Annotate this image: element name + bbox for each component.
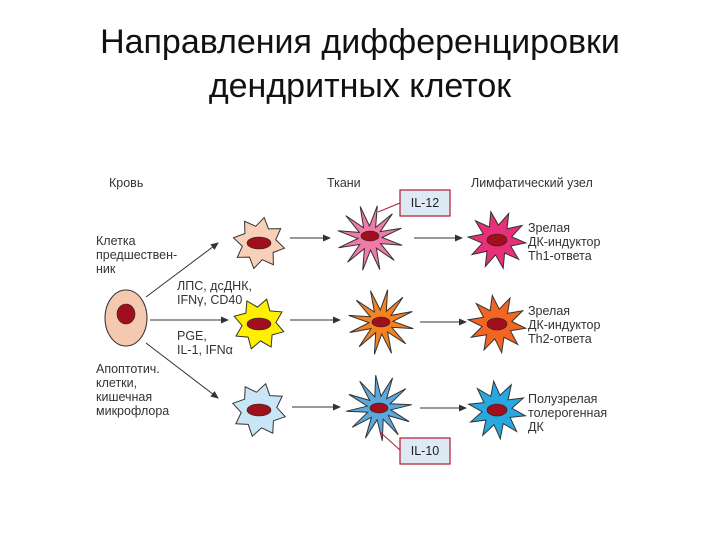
row2-lymph-nucleus <box>486 317 508 331</box>
outcome-tolerogenic-line-3: ДК <box>528 420 544 434</box>
row2-blood-nucleus <box>246 317 272 331</box>
row1-blood-nucleus <box>246 236 272 250</box>
stimulus-label-middle: PGE, IL-1, IFNα <box>177 329 233 357</box>
outcome-label-th1: Зрелая ДК-индуктор Th1-ответа <box>528 221 600 263</box>
arrow-precursor-to-row1 <box>145 242 219 298</box>
il10-connector <box>379 431 401 451</box>
outcome-th1-line-2: ДК-индуктор <box>528 235 601 249</box>
il12-box <box>399 189 451 217</box>
row3-tissue-nucleus <box>369 402 389 414</box>
column-label-lymph-node: Лимфатический узел <box>471 176 593 190</box>
outcome-th2-line-1: Зрелая <box>528 304 571 318</box>
outcome-tolerogenic-line-2: толерогенная <box>528 406 608 420</box>
arrow-precursor-to-row3 <box>145 342 219 399</box>
page-title: Направления дифференцировки дендритных к… <box>0 20 720 108</box>
outcome-label-tolerogenic: Полузрелая толерогенная ДК <box>528 392 607 434</box>
precursor-cell <box>104 289 148 347</box>
il12-connector <box>377 202 401 213</box>
stimulus-label-bottom: Апоптотич. клетки, кишечная микрофлора <box>96 362 169 418</box>
row1-tissue-nucleus <box>360 230 380 242</box>
row2-tissue-nucleus <box>371 316 391 328</box>
il10-box <box>399 437 451 465</box>
column-label-tissue: Ткани <box>327 176 361 190</box>
outcome-th1-line-1: Зрелая <box>528 221 571 235</box>
column-label-blood: Кровь <box>109 176 144 190</box>
row3-lymph-nucleus <box>486 403 508 417</box>
stimulus-bottom-line-1: Апоптотич. <box>96 362 160 376</box>
outcome-th2-line-3: Th2-ответа <box>528 332 592 346</box>
outcome-th1-line-3: Th1-ответа <box>528 249 592 263</box>
stimulus-middle-line-1: PGE, <box>177 329 207 343</box>
outcome-th2-line-2: ДК-индуктор <box>528 318 601 332</box>
il10-label: IL-10 <box>410 444 440 458</box>
stimulus-middle-line-2: IL-1, IFNα <box>177 343 233 357</box>
precursor-label-line-1: Клетка <box>96 234 136 248</box>
stimulus-top-line-2: IFNγ, CD40 <box>177 293 243 307</box>
stimulus-top-line-1: ЛПС, дсДНК, <box>177 279 252 293</box>
stimulus-label-top: ЛПС, дсДНК, IFNγ, CD40 <box>177 279 252 307</box>
outcome-tolerogenic-line-1: Полузрелая <box>528 392 598 406</box>
il12-label: IL-12 <box>410 196 440 210</box>
outcome-label-th2: Зрелая ДК-индуктор Th2-ответа <box>528 304 600 346</box>
precursor-label: Клетка предшествен- ник <box>96 234 177 276</box>
precursor-label-line-3: ник <box>96 262 116 276</box>
stimulus-bottom-line-4: микрофлора <box>96 404 170 418</box>
title-line-2: дендритных клеток <box>208 67 512 105</box>
stimulus-bottom-line-3: кишечная <box>96 390 153 404</box>
row3-blood-nucleus <box>246 403 272 417</box>
title-line-1: Направления дифференцировки <box>100 23 620 61</box>
row1-lymph-nucleus <box>486 233 508 247</box>
stimulus-bottom-line-2: клетки, <box>96 376 138 390</box>
precursor-label-line-2: предшествен- <box>96 248 178 262</box>
